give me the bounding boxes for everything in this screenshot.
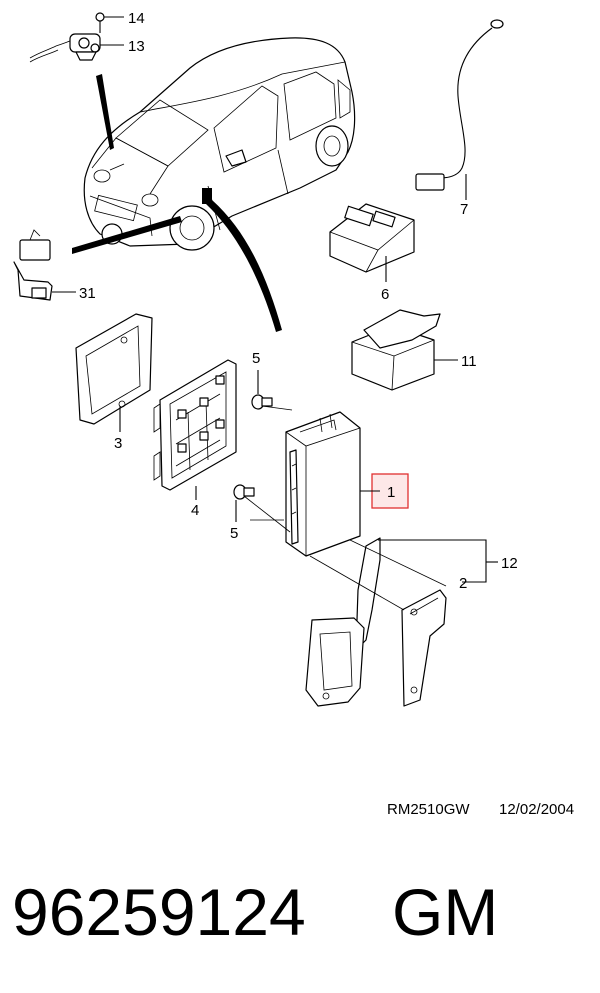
drawing-date: 12/02/2004 [499,801,574,818]
cover-part-3 [75,313,153,425]
frame-part-4 [153,359,237,491]
callout-31: 31 [79,285,96,302]
callout-5-lower: 5 [230,525,238,542]
callout-13: 13 [128,38,145,55]
part-brand: GM [392,875,498,949]
callout-1: 1 [387,484,395,501]
bracket-part-31 [13,229,53,301]
bracket-part-12-lower [305,617,365,707]
module-part-11 [351,309,441,391]
callout-12: 12 [501,555,518,572]
sensor-part-13 [29,33,101,63]
bolt-part-5-lower [233,484,255,500]
ecu-part-1 [285,411,361,557]
bracket-part-2 [355,537,447,707]
callout-2: 2 [459,575,467,592]
bolt-part-5-upper [251,394,273,410]
part-number: 96259124 [12,875,306,949]
callout-5-upper: 5 [252,350,260,367]
callout-4: 4 [191,502,199,519]
callout-6: 6 [381,286,389,303]
cable-part-7 [415,19,504,200]
callout-3: 3 [114,435,122,452]
callout-7: 7 [460,201,468,218]
module-part-6 [329,203,415,273]
bolt-part-14 [95,12,105,33]
callout-14: 14 [128,10,145,27]
car-illustration [83,37,356,251]
callout-11: 11 [461,353,477,370]
drawing-code: RM2510GW [387,801,470,818]
